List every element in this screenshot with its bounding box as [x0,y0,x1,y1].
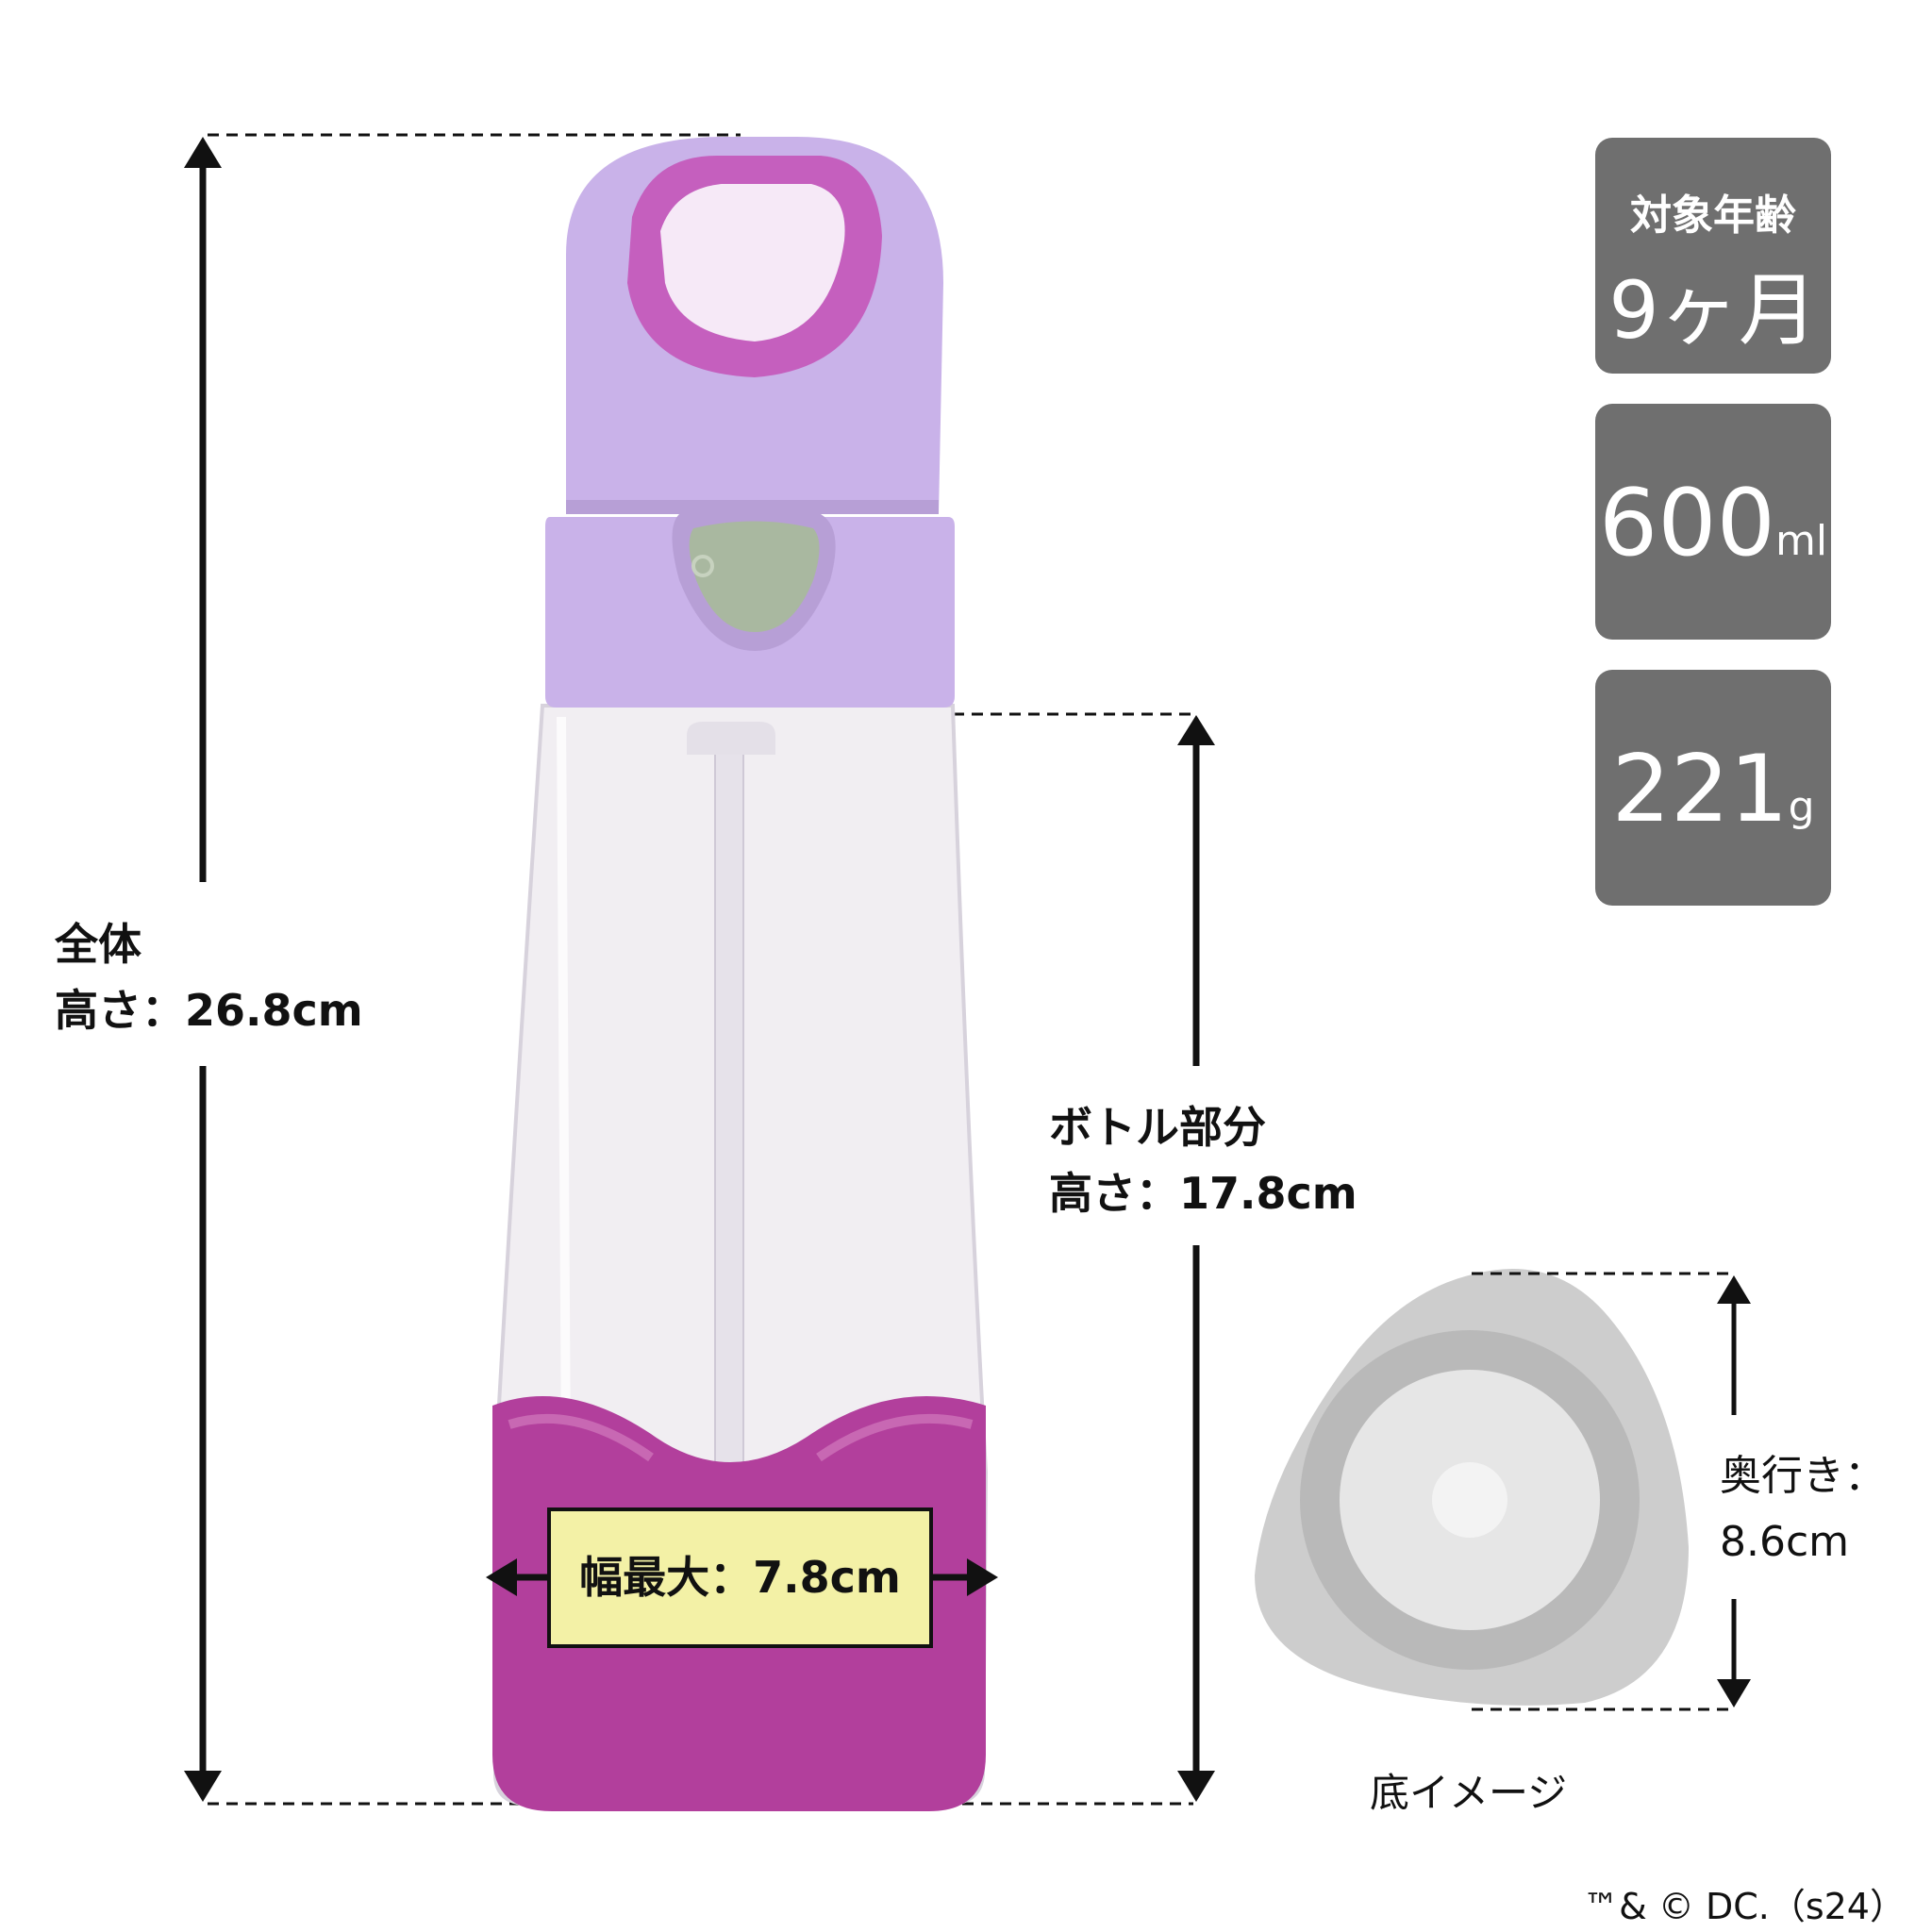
capacity-badge: 600ml [1595,404,1831,640]
bottle-height-dimension [953,712,1215,1802]
depth-label: 奥行き： 8.6cm [1720,1443,1886,1575]
age-badge: 対象年齢 9ヶ月 [1595,138,1831,374]
bottle-height-label: ボトル部分 高さ：17.8cm [1049,1094,1357,1226]
max-width-label: 幅最大：7.8cm [547,1507,933,1648]
total-height-value: 高さ：26.8cm [55,985,363,1036]
weight-unit: g [1788,783,1815,831]
depth-dimension [1472,1272,1751,1711]
bottom-view [1255,1269,1689,1706]
weight-value-wrap: 221g [1595,736,1831,843]
width-dimension [486,1558,998,1596]
bottom-view-caption: 底イメージ [1370,1770,1568,1816]
age-value: 9ヶ月 [1608,264,1818,357]
depth-title: 奥行き： [1720,1452,1886,1500]
weight-badge: 221g [1595,670,1831,906]
bottle-height-title: ボトル部分 [1049,1102,1266,1153]
depth-value: 8.6cm [1720,1518,1850,1566]
weight-value: 221 [1611,736,1789,843]
total-height-label: 全体 高さ：26.8cm [55,911,363,1043]
capacity-value-wrap: 600ml [1595,470,1831,577]
copyright-notice: ™& © DC.（s24） [1583,1886,1906,1927]
bottle-height-value: 高さ：17.8cm [1049,1168,1357,1219]
age-label: 対象年齢 [1630,192,1796,240]
capacity-value: 600 [1598,470,1775,577]
total-height-title: 全体 [55,919,142,970]
straw [714,735,744,1501]
capacity-unit: ml [1774,517,1828,565]
flip-button [689,521,820,632]
